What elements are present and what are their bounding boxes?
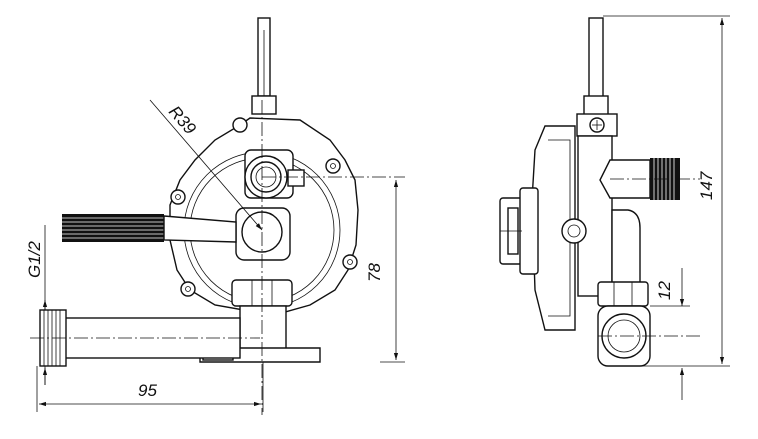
dimension-12-label: 12 [655, 281, 674, 300]
front-view [30, 17, 405, 415]
dimension-95-label: 95 [138, 381, 157, 400]
side-view [499, 17, 700, 367]
thread-label: G1/2 [25, 241, 44, 278]
radius-label: R39 [165, 102, 200, 138]
side-dimensions: 147 12 [603, 15, 730, 400]
dimension-78-label: 78 [365, 263, 384, 282]
dimension-147-label: 147 [697, 171, 716, 200]
